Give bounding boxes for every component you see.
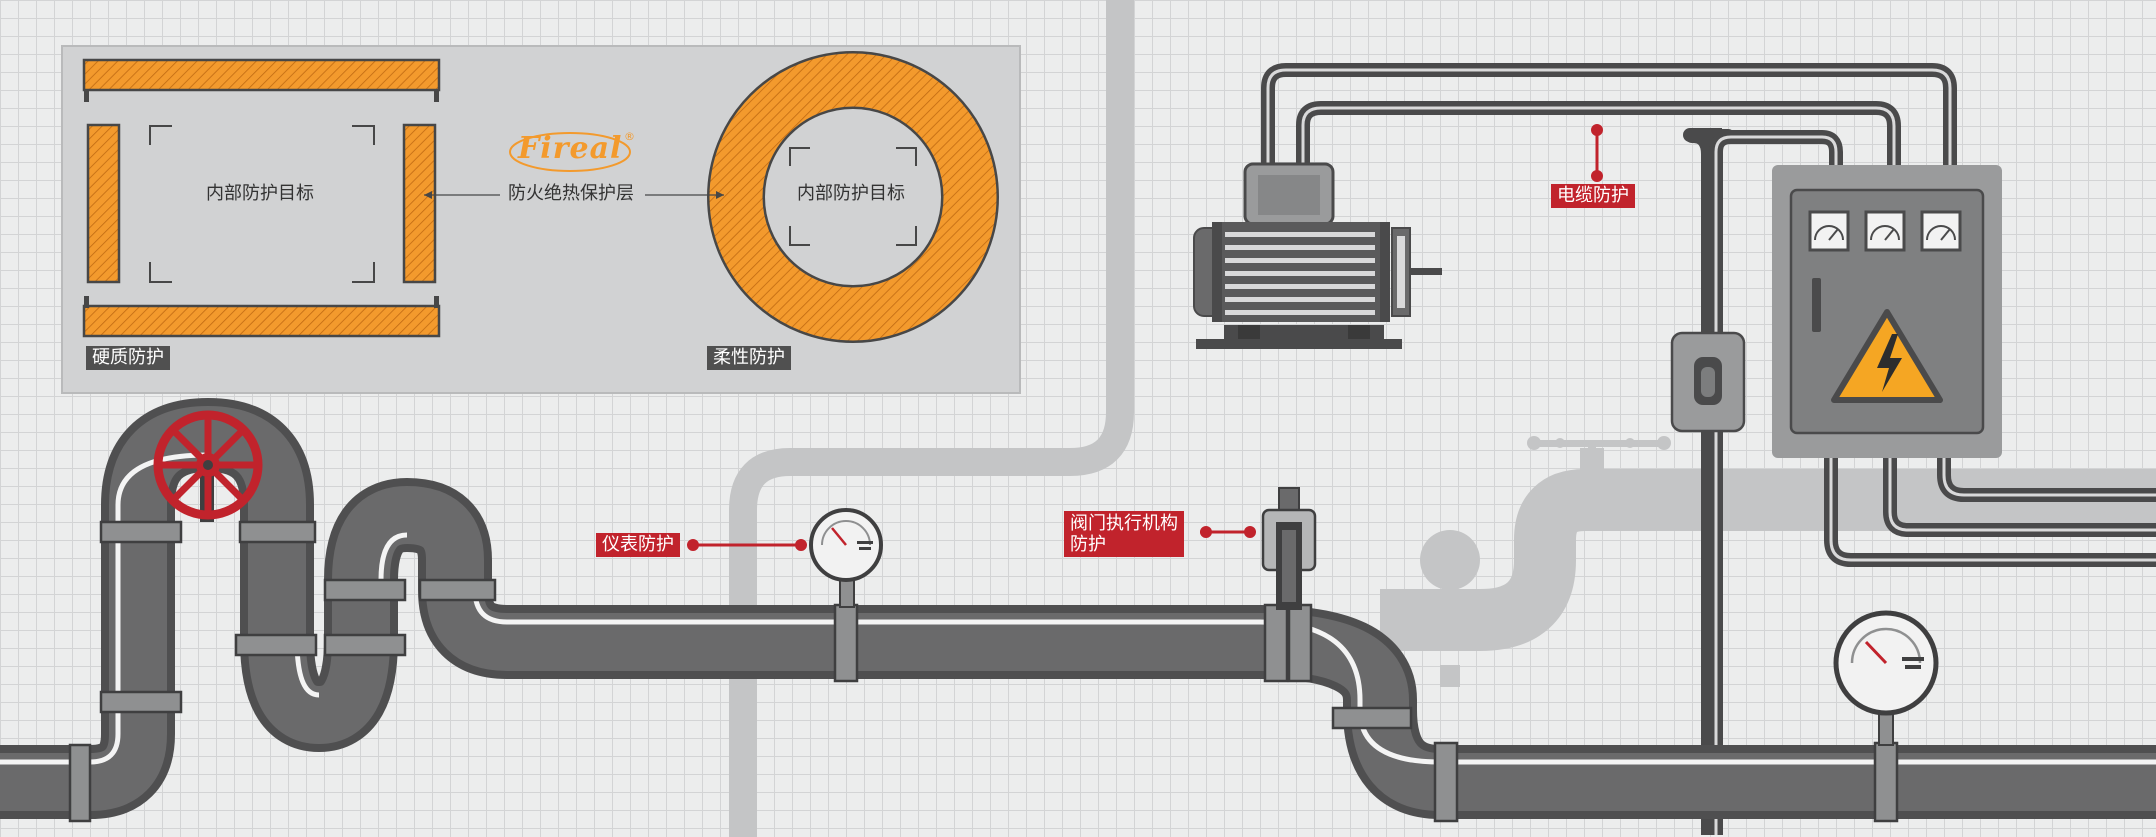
flexible-protection-tag: 柔性防护	[707, 346, 791, 370]
cable-protection-callout: 电缆防护	[1551, 184, 1635, 208]
rigid-protection-tag: 硬质防护	[86, 346, 170, 370]
pipe-clamps	[68, 520, 1899, 823]
instrument-protection-callout: 仪表防护	[596, 533, 680, 557]
process-pipe	[0, 398, 2156, 819]
junction-box-icon	[1670, 331, 1746, 433]
flexible-target-label: 内部防护目标	[797, 183, 905, 204]
legend-panel	[61, 45, 1021, 394]
valve-actuator-protection-callout: 阀门执行机构 防护	[1064, 511, 1184, 557]
electric-motor-icon	[1193, 162, 1442, 349]
brand-logo: Fireal	[518, 131, 623, 166]
flexible-protection-drawing	[645, 51, 999, 343]
logo-swoosh	[509, 132, 631, 172]
callout-leaders	[687, 124, 1603, 551]
background-valve	[1420, 436, 1671, 687]
electrical-cables	[1261, 63, 2156, 835]
rigid-protection-drawing	[82, 58, 500, 338]
pressure-gauge-icon	[809, 508, 883, 608]
high-voltage-warning-icon	[1831, 309, 1943, 403]
hand-wheel-valve-icon	[153, 410, 263, 522]
fireproof-layer-label: 防火绝热保护层	[508, 183, 634, 204]
brand-registered-mark: ®	[624, 130, 635, 143]
rigid-target-label: 内部防护目标	[206, 183, 314, 204]
valve-actuator-icon	[1261, 487, 1317, 610]
cabinet-meters	[1808, 210, 1962, 252]
pressure-gauge-icon	[1833, 610, 1939, 746]
control-cabinet-icon	[1772, 165, 2002, 458]
